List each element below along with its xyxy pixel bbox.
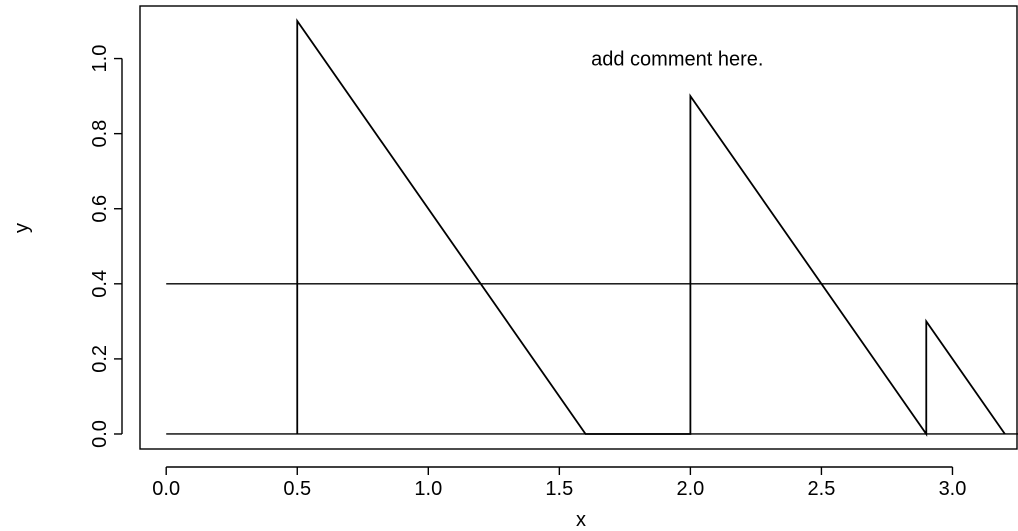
x-tick-label: 0.0 (152, 478, 180, 500)
x-axis-label: x (576, 509, 586, 531)
y-tick-label: 1.0 (89, 45, 111, 73)
x-tick-label: 2.0 (676, 478, 704, 500)
series-line-0 (296, 18, 1006, 437)
y-tick-label: 0.6 (89, 195, 111, 223)
y-axis-label: y (11, 223, 33, 233)
axes: 0.0 0.5 1.0 1.5 2.0 2.5 3.0 0.0 0.2 0.4 0.6 0.8 1.0 (89, 5, 1018, 500)
plot-frame (139, 5, 1018, 450)
x-tick-label: 2.5 (808, 478, 836, 500)
y-tick-label: 0.0 (89, 420, 111, 448)
x-tick-label: 0.5 (283, 478, 311, 500)
plot-area: add comment here. (166, 18, 1018, 437)
y-tick-label: 0.4 (89, 270, 111, 298)
x-tick-label: 1.0 (414, 478, 442, 500)
y-tick-label: 0.8 (89, 120, 111, 148)
x-tick-label: 1.5 (545, 478, 573, 500)
annotation-text: add comment here. (591, 49, 763, 71)
x-tick-label: 3.0 (939, 478, 967, 500)
y-tick-label: 0.2 (89, 345, 111, 373)
